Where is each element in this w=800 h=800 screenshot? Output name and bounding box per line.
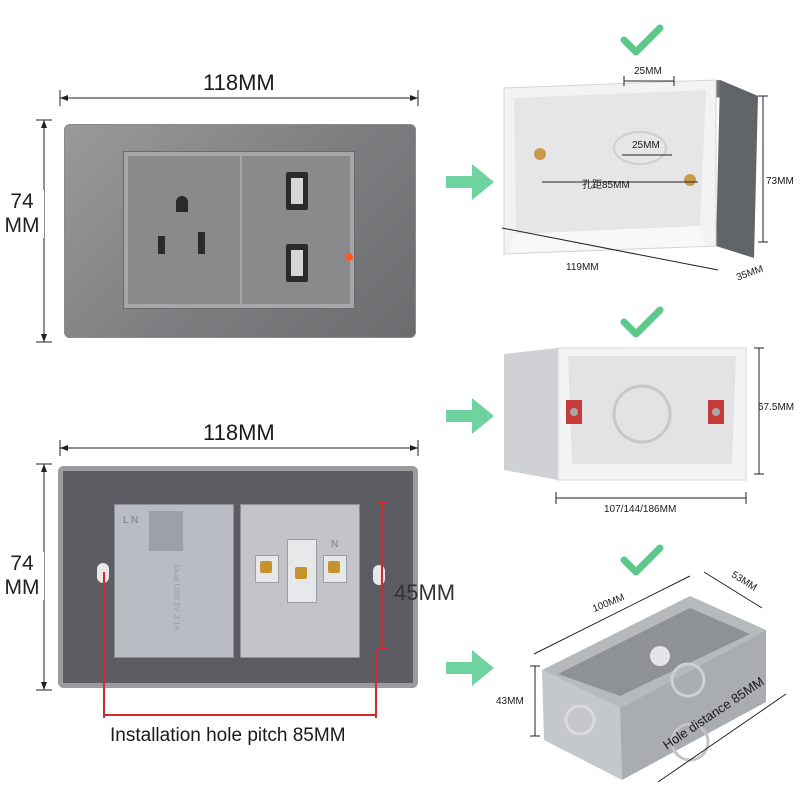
usb-port-icon — [286, 172, 308, 282]
white-box-top-label: 25MM — [634, 66, 662, 77]
brass-screw-g — [295, 567, 307, 579]
brass-screw-l — [260, 561, 272, 573]
inner-height-label: 45MM — [394, 580, 456, 605]
insert-divider — [240, 156, 242, 304]
cassette-box — [504, 347, 747, 481]
cassette-width-label: 107/144/186MM — [604, 504, 677, 515]
pitch-label: Installation hole pitch 85MM — [110, 725, 346, 747]
white-box-hole-dim-line — [542, 181, 698, 183]
metal-height-label: 43MM — [496, 696, 524, 707]
arrow-right-icon — [446, 164, 494, 200]
back-width-dimension-line — [59, 440, 419, 456]
front-insert — [124, 152, 354, 308]
white-box-inner-label: 25MM — [632, 140, 660, 151]
back-width-label: 118MM — [203, 420, 275, 445]
outlet-icon — [158, 196, 205, 254]
white-box-height-dim-line — [758, 95, 768, 243]
outlet-module: N — [240, 504, 360, 658]
pitch-red-line — [103, 572, 377, 718]
white-box-height-label: 73MM — [766, 176, 794, 187]
white-box-top-dim-line — [623, 76, 675, 86]
usb-module-terminal-label: L N — [123, 515, 139, 526]
front-width-dimension-line — [59, 90, 419, 106]
back-panel: L N Dual USB 5V 3.1A N — [58, 466, 418, 688]
metal-length-dim-line — [533, 575, 691, 655]
led-indicator-icon — [345, 253, 353, 261]
brass-screw-n — [328, 561, 340, 573]
metal-height-dim-line — [530, 665, 540, 737]
front-panel — [64, 124, 416, 338]
check-icon — [620, 24, 664, 56]
inner-height-red-line — [377, 501, 387, 649]
white-box-width-label: 119MM — [566, 262, 599, 273]
front-height-dimension-line — [36, 119, 52, 343]
arrow-right-icon — [446, 398, 494, 434]
check-icon — [620, 544, 664, 576]
white-junction-box — [503, 79, 758, 258]
usb-module-terminal — [149, 511, 183, 551]
metal-hole-dim-line — [657, 693, 787, 783]
metal-width-dim-line — [703, 571, 763, 609]
cassette-width-dim-line — [555, 492, 747, 504]
white-box-inner-dim-line — [622, 154, 672, 156]
back-height-dimension-line — [36, 463, 52, 691]
back-height-label: 74 MM — [0, 552, 44, 600]
usb-module: L N Dual USB 5V 3.1A — [114, 504, 234, 658]
outlet-terminal-label: N — [331, 539, 339, 550]
front-width-label: 118MM — [203, 70, 275, 95]
arrow-right-icon — [446, 650, 494, 686]
front-height-label: 74 MM — [0, 190, 44, 238]
cassette-height-dim-line — [754, 347, 764, 475]
white-box-width-dim-line — [501, 227, 719, 271]
white-box-hole-label: 孔距85MM — [582, 180, 630, 191]
check-icon — [620, 306, 664, 338]
metal-box — [542, 596, 766, 780]
cassette-height-label: 67.5MM — [758, 402, 795, 413]
